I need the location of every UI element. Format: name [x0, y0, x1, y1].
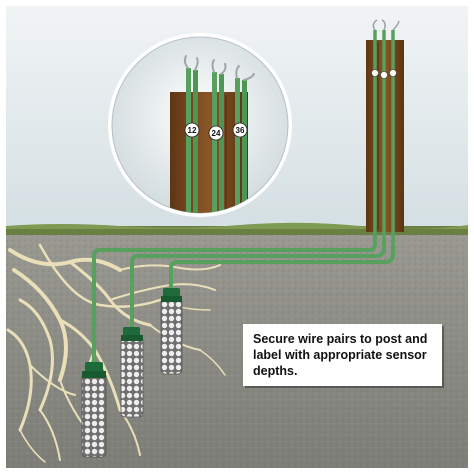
sensor-12in — [81, 362, 107, 458]
sensor-36in — [160, 288, 183, 375]
grass-highlight — [6, 222, 468, 229]
post-closeup-inset: 12 24 36 — [108, 33, 292, 217]
buried-sensor-cables — [92, 235, 395, 364]
depth-label-36: 36 — [236, 126, 245, 135]
sensor-24in — [120, 327, 144, 418]
depth-label-12: 12 — [188, 126, 197, 135]
depth-label-24: 24 — [212, 129, 221, 138]
depth-label-tags: 12 24 36 — [184, 122, 248, 141]
wooden-post — [366, 19, 404, 245]
instruction-caption: Secure wire pairs to post and label with… — [243, 324, 442, 386]
grass-surface — [6, 226, 468, 235]
